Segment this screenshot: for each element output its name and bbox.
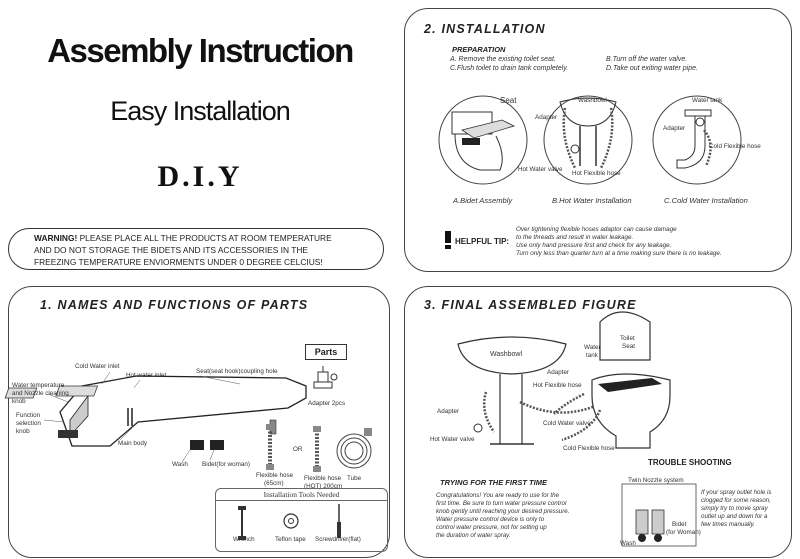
trouble-line-3: simply try to move spray xyxy=(701,505,768,512)
label-wash: Wash xyxy=(172,461,188,468)
names-title: 1. NAMES AND FUNCTIONS OF PARTS xyxy=(40,298,309,312)
final-panel xyxy=(404,286,792,558)
trouble-line-2: clogged for some reason, xyxy=(701,497,771,504)
caption-a: A.Bidet Assembly xyxy=(453,196,513,205)
warning-box: WARNING! PLEASE PLACE ALL THE PRODUCTS A… xyxy=(8,228,384,270)
twin-wash-label: Wash xyxy=(620,540,636,547)
tip-line-3: Use only hand pressure first and check f… xyxy=(516,242,672,249)
prep-step-b: B.Turn off the water valve. xyxy=(606,56,688,63)
label-seat-hook: Seat(seat hook)coupling hole xyxy=(196,368,278,375)
trying-line-3: knob gently until reaching your desired … xyxy=(436,508,570,515)
page-tagline: D.I.Y xyxy=(157,160,243,193)
warning-line-2: AND DO NOT STORAGE THE BIDETS AND ITS AC… xyxy=(34,245,308,255)
label-final-cold-valve: Cold Water valve xyxy=(543,420,591,427)
helpful-tip-label: HELPFUL TIP: xyxy=(455,237,510,246)
trying-title: TRYING FOR THE FIRST TIME xyxy=(440,478,547,487)
page-subtitle: Easy Installation xyxy=(110,96,291,126)
label-flexible-hose-hot-len: (HOT) 200cm xyxy=(304,483,343,490)
label-toilet-seat-2: Seat xyxy=(622,343,635,350)
label-adapter-c: Adapter xyxy=(663,125,686,132)
label-cold-flexible-hose: Cold Flexible hose xyxy=(709,143,761,150)
label-final-hot-valve: Hot Water valve xyxy=(430,436,475,443)
label-washbowl: Washbowl xyxy=(578,97,607,104)
label-final-adapter-top: Adapter xyxy=(547,369,570,376)
label-seat: Seat xyxy=(500,96,517,105)
label-func-3: knob xyxy=(16,428,30,435)
label-flexible-hose-65-len: (65cm) xyxy=(264,480,284,487)
label-adapter-2pcs: Adapter 2pcs xyxy=(308,400,346,407)
label-func-1: Function xyxy=(16,412,41,419)
label-final-adapter-left: Adapter xyxy=(437,408,460,415)
label-hot-flexible-hose: Hot Flexible hose xyxy=(572,170,621,177)
final-title: 3. FINAL ASSEMBLED FIGURE xyxy=(424,298,637,312)
tool-screwdriver: Screwdriver(flat) xyxy=(315,536,361,543)
trouble-title: TROUBLE SHOOTING xyxy=(648,458,732,467)
caption-b: B.Hot Water Installation xyxy=(552,196,632,205)
label-func-2: selection xyxy=(16,420,41,427)
prep-step-d: D.Take out exiting water pipe. xyxy=(606,65,698,72)
installation-title: 2. INSTALLATION xyxy=(424,22,546,36)
label-water-tank-2: tank xyxy=(586,352,598,359)
label-tube: Tube xyxy=(347,475,362,482)
prep-step-a: A. Remove the existing toilet seat. xyxy=(450,56,556,63)
trouble-line-4: outlet up and down for a xyxy=(701,513,768,520)
label-final-hot-hose: Hot Flexible hose xyxy=(533,382,582,389)
trying-line-5: control water pressure, not for setting … xyxy=(436,524,547,531)
twin-bidet-label: Bidet xyxy=(672,521,687,528)
tool-teflon: Teflon tape xyxy=(275,536,306,543)
trying-line-1: Congratulations! You are ready to use fo… xyxy=(436,492,560,499)
tool-wrench: Wrench xyxy=(233,536,255,543)
label-water-tank-1: Water xyxy=(584,344,601,351)
twin-nozzle-title: Twin Nozzle system xyxy=(628,477,684,484)
tip-line-2: to the threads and result in water leaka… xyxy=(516,234,634,241)
label-cold-inlet: Cold Water inlet xyxy=(75,363,120,370)
tip-line-4: Turn only less than quarter turn at a ti… xyxy=(516,250,722,257)
label-final-cold-hose: Cold Flexible hose xyxy=(563,445,615,452)
label-toilet-seat-1: Toilet xyxy=(620,335,635,342)
label-hot-inlet: Hot water inlet xyxy=(126,372,167,379)
label-final-washbowl: Washbowl xyxy=(490,351,523,358)
label-adapter-b: Adapter xyxy=(535,114,558,121)
trying-line-4: Water pressure control device is only to xyxy=(436,516,545,523)
trying-line-6: the duration of water spray. xyxy=(436,532,511,539)
warning-line-1: PLEASE PLACE ALL THE PRODUCTS AT ROOM TE… xyxy=(77,233,332,243)
label-temp-knob-3: knob xyxy=(12,398,26,405)
label-water-tank: Water tank xyxy=(692,97,723,104)
tools-box: Installation Tools Needed xyxy=(215,488,388,552)
preparation-title: PREPARATION xyxy=(452,45,506,54)
label-flexible-hose-hot: Flexible hose xyxy=(304,475,342,482)
label-main-body: Main body xyxy=(118,440,148,447)
twin-bidet-sub: (for Woman) xyxy=(666,529,701,536)
parts-title: Parts xyxy=(305,344,347,360)
trouble-line-1: If your spray outlet hole is xyxy=(701,489,772,496)
label-bidet: Bidet(for woman) xyxy=(202,461,250,468)
trying-line-2: first time. Be sure to turn water pressu… xyxy=(436,500,567,507)
warning-label: WARNING! xyxy=(34,233,78,243)
tip-line-1: Over tightening flexible hoses adaptor c… xyxy=(516,226,677,233)
warning-line-3: FREEZING TEMPERATURE ENVIORMENTS UNDER 0… xyxy=(34,257,323,267)
page-title: Assembly Instruction xyxy=(47,32,354,69)
label-temp-knob-1: Water temperature xyxy=(12,382,65,389)
caption-c: C.Cold Water Installation xyxy=(664,196,748,205)
trouble-line-5: few times manually. xyxy=(701,521,755,528)
tools-title: Installation Tools Needed xyxy=(216,489,387,501)
label-temp-knob-2: and Nozzle cleaning xyxy=(12,390,69,397)
label-flexible-hose-65: Flexible hose xyxy=(256,472,294,479)
prep-step-c: C.Flush toilet to drain tank completely. xyxy=(450,65,569,72)
label-or: OR xyxy=(293,446,303,453)
label-hot-water-valve: Hot Water valve xyxy=(518,166,563,173)
